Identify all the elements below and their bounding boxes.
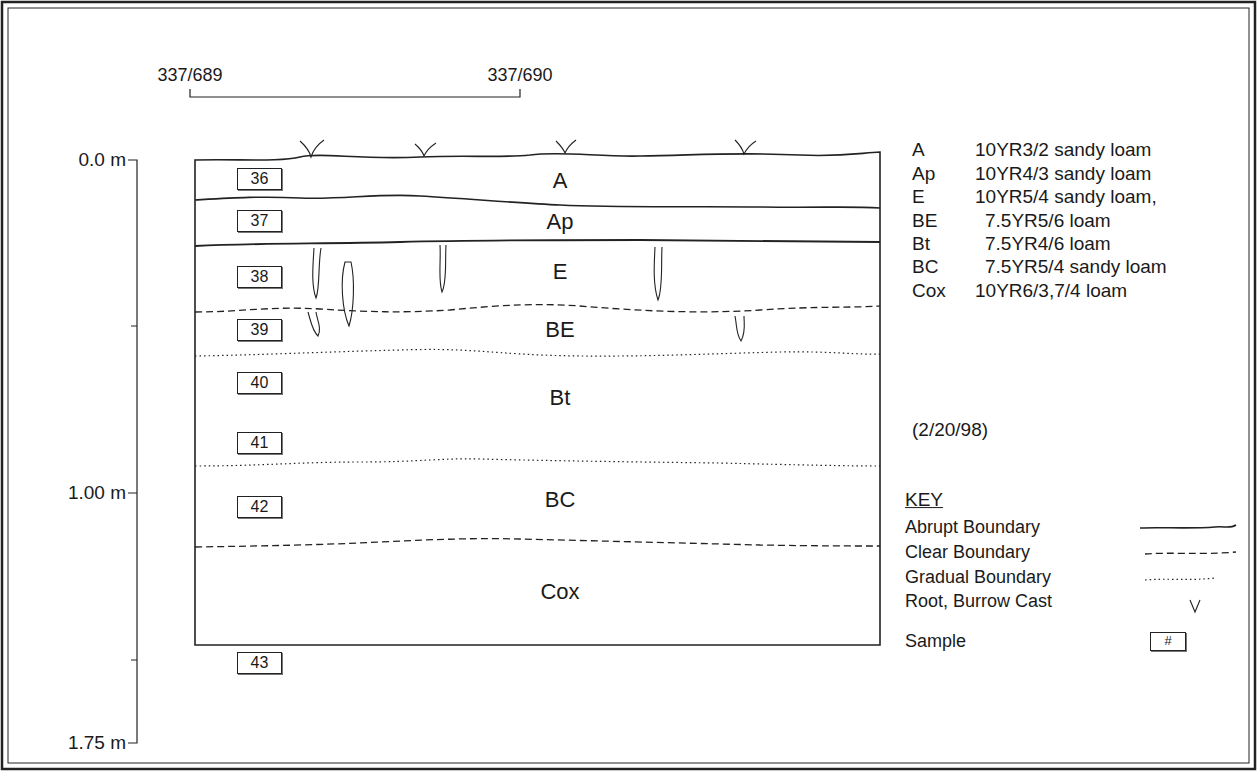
sample-number: 38	[238, 267, 281, 286]
horizon-code: Ap	[912, 163, 935, 185]
sample-box: 38	[237, 266, 282, 288]
key-entry: Clear Boundary	[905, 542, 1030, 563]
gradual-boundary	[195, 349, 880, 356]
horizon-name: Bt	[550, 385, 571, 410]
key-entry: Abrupt Boundary	[905, 517, 1040, 538]
horizon-name: A	[553, 168, 568, 193]
horizon-name: Ap	[547, 209, 574, 234]
horizon-code: A	[912, 139, 925, 161]
sample-number: #	[1151, 633, 1185, 649]
burrow-cast	[313, 248, 321, 298]
sample-number: 41	[238, 433, 281, 452]
horizon-code: Cox	[912, 280, 946, 302]
sample-key-box: #	[1150, 632, 1186, 651]
depth-label: 0.0 m	[78, 149, 126, 171]
sample-box: 36	[237, 168, 282, 190]
sample-number: 39	[238, 320, 281, 339]
profile-outline	[195, 152, 880, 645]
clear-boundary	[195, 539, 880, 547]
sample-box: 40	[237, 372, 282, 394]
sample-box: 41	[237, 432, 282, 454]
horizon-code: BC	[912, 256, 938, 278]
depth-label: 1.75 m	[68, 732, 126, 754]
clear-boundary	[195, 305, 880, 312]
sample-box: 39	[237, 319, 282, 341]
scale-bracket	[190, 89, 520, 97]
inner-frame	[8, 8, 1249, 763]
root-symbol	[300, 140, 756, 157]
horizon-description: 10YR5/4 sandy loam,	[975, 186, 1157, 208]
key-entry: Root, Burrow Cast	[905, 591, 1052, 612]
root-sample	[1190, 600, 1200, 612]
horizon-description: 7.5YR5/6 loam	[985, 210, 1111, 232]
depth-axis	[128, 160, 137, 743]
horizon-code: E	[912, 186, 925, 208]
horizon-description: 7.5YR5/4 sandy loam	[985, 256, 1167, 278]
sample-number: 36	[238, 169, 281, 188]
horizon-description: 10YR4/3 sandy loam	[975, 163, 1151, 185]
horizon-code: BE	[912, 210, 937, 232]
horizon-name: E	[553, 259, 568, 284]
horizon-name: BE	[545, 317, 574, 342]
abrupt-boundary	[195, 240, 880, 246]
key-heading: KEY	[905, 489, 943, 511]
horizon-name: BC	[545, 487, 576, 512]
horizon-code: Bt	[912, 233, 930, 255]
horizon-description: 7.5YR4/6 loam	[985, 233, 1111, 255]
clear-boundary-sample	[1145, 552, 1236, 554]
burrow-cast	[654, 247, 662, 300]
sample-number: 37	[238, 211, 281, 230]
grid-reference: 337/690	[487, 65, 552, 86]
burrow-cast	[342, 262, 353, 326]
grid-reference: 337/689	[157, 65, 222, 86]
abrupt-boundary-sample	[1140, 525, 1236, 528]
burrow-cast	[440, 245, 446, 292]
date-note: (2/20/98)	[912, 419, 988, 441]
gradual-boundary-sample	[1145, 578, 1215, 580]
sample-number: 42	[238, 497, 281, 516]
key-entry: Sample	[905, 631, 966, 652]
depth-label: 1.00 m	[68, 482, 126, 504]
burrow-cast	[308, 312, 320, 336]
horizon-description: 10YR6/3,7/4 loam	[975, 280, 1127, 302]
sample-box: 43	[237, 652, 282, 674]
sample-box: 37	[237, 210, 282, 232]
key-entry: Gradual Boundary	[905, 567, 1051, 588]
sample-number: 43	[238, 653, 281, 672]
sample-number: 40	[238, 373, 281, 392]
horizon-description: 10YR3/2 sandy loam	[975, 139, 1151, 161]
sample-box: 42	[237, 496, 282, 518]
burrow-cast	[735, 316, 744, 341]
horizon-name: Cox	[540, 579, 579, 604]
gradual-boundary	[195, 459, 880, 466]
abrupt-boundary	[195, 195, 880, 208]
